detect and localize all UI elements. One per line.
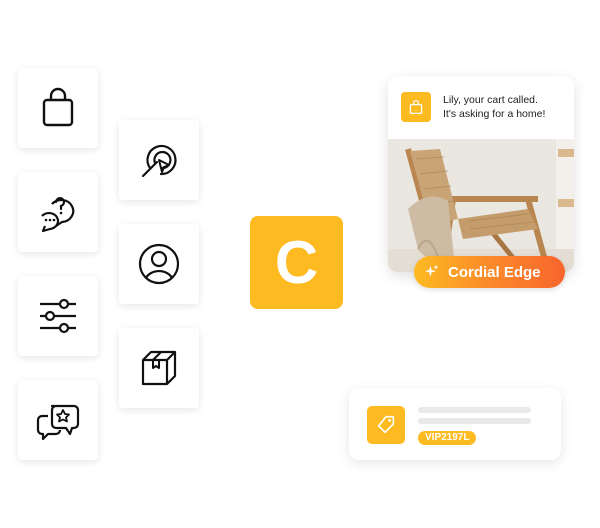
logo-letter: C (274, 228, 319, 296)
message-line-2: It's asking for a home! (443, 108, 546, 120)
coupon-code: VIP2197L (418, 431, 477, 445)
placeholder-line (418, 418, 531, 424)
bag-badge (401, 92, 431, 122)
sparkle-icon (424, 264, 439, 277)
cursor-target-icon (141, 144, 177, 178)
tile-box (119, 328, 199, 408)
notification-card: Lily, your cart called. It's asking for … (388, 76, 574, 272)
tile-sliders (18, 276, 98, 356)
chair-photo (388, 139, 574, 272)
question-chat-icon (41, 197, 75, 233)
star-chat-icon (36, 404, 80, 441)
tile-shopping-bag (18, 68, 98, 148)
tile-question-chat (18, 172, 98, 252)
message-line-1: Lily, your cart called. (443, 94, 538, 106)
placeholder-line (418, 407, 531, 413)
shopping-bag-icon (42, 87, 74, 127)
tile-star-chat (18, 380, 98, 460)
cordial-edge-badge: Cordial Edge (414, 256, 565, 288)
shopping-bag-icon (409, 99, 423, 115)
sliders-icon (40, 298, 76, 334)
tile-user-circle (119, 224, 199, 304)
user-circle-icon (138, 243, 180, 285)
notification-message: Lily, your cart called. It's asking for … (401, 92, 545, 122)
tile-cursor-target (119, 120, 199, 200)
cordial-logo: C (250, 216, 343, 309)
coupon-card: VIP2197L (349, 388, 561, 460)
tag-icon (377, 415, 395, 434)
box-icon (141, 350, 177, 386)
tag-badge (367, 406, 405, 444)
badge-label: Cordial Edge (448, 263, 541, 281)
